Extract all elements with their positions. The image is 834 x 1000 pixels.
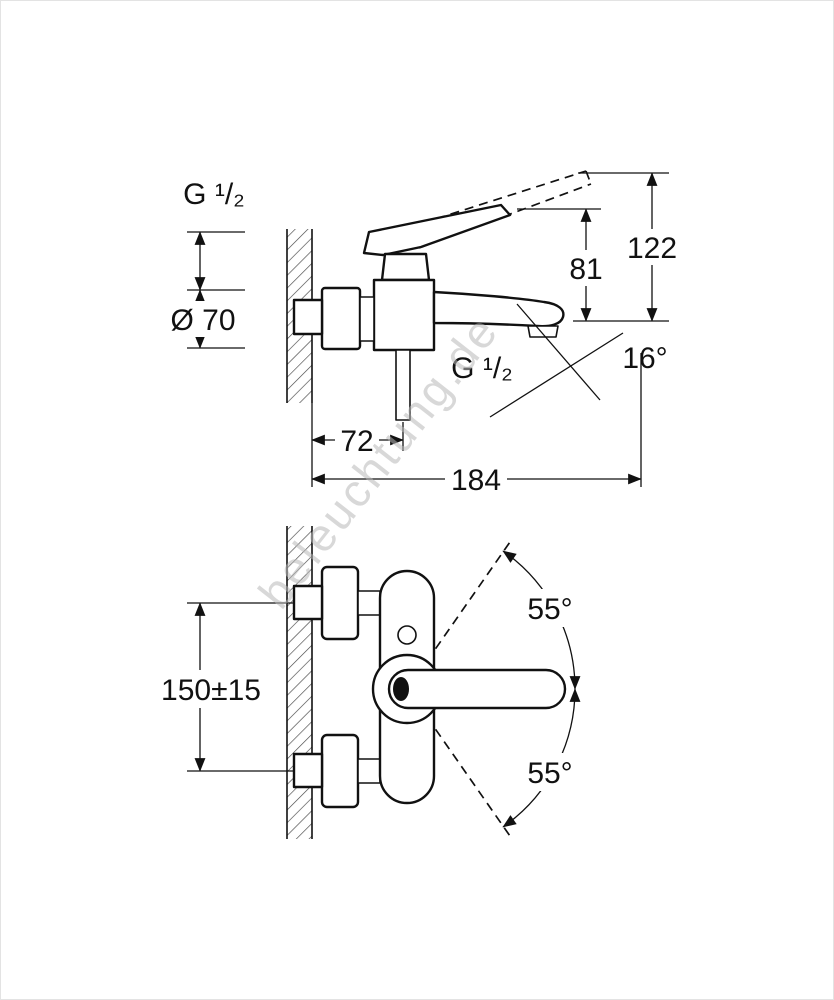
- spout: [432, 290, 565, 328]
- lever-handle-side: [362, 203, 512, 257]
- side-view-dimensions: G ¹/₂ Ø 70 122 81 16° G ¹/₂ 72 184: [165, 172, 684, 497]
- cartridge-neck: [380, 252, 431, 282]
- lever-handle-front: [387, 668, 567, 710]
- union-pipe-top: [357, 590, 381, 616]
- dim-label-spout-angle: 16°: [622, 342, 667, 375]
- dim-label-connection-spacing: 150±15: [161, 674, 261, 707]
- dim-label-projection: 184: [451, 464, 501, 497]
- escutcheon-top: [320, 565, 360, 641]
- union-nut-top: [292, 584, 324, 621]
- union-pipe-bottom: [357, 758, 381, 784]
- diverter-button: [397, 625, 417, 645]
- front-view: [286, 526, 567, 839]
- union-nut-side: [292, 298, 324, 336]
- dim-label-thread-top: G ¹/₂: [183, 178, 245, 211]
- dim-label-swivel-upper: 55°: [527, 593, 572, 626]
- front-view-dimensions: 55° 55° 150±15: [149, 550, 583, 828]
- union-connector: [359, 296, 375, 342]
- outlet-pipe: [395, 349, 411, 421]
- side-view: [286, 170, 592, 421]
- dim-label-spout-height: 81: [569, 253, 602, 286]
- aerator: [527, 325, 559, 338]
- dim-label-wall-offset: 72: [340, 425, 373, 458]
- union-nut-bottom: [292, 752, 324, 789]
- escutcheon-side: [320, 286, 362, 351]
- dim-label-swivel-lower: 55°: [527, 757, 572, 790]
- dim-label-diameter: Ø 70: [170, 304, 235, 337]
- escutcheon-bottom: [320, 733, 360, 809]
- dim-label-overall-height: 122: [627, 232, 677, 265]
- lever-hub-mark: [393, 677, 409, 701]
- mixer-body-side: [372, 278, 436, 352]
- dim-label-thread-outlet: G ¹/₂: [451, 352, 513, 385]
- lever-swivel-dashed: [426, 541, 511, 837]
